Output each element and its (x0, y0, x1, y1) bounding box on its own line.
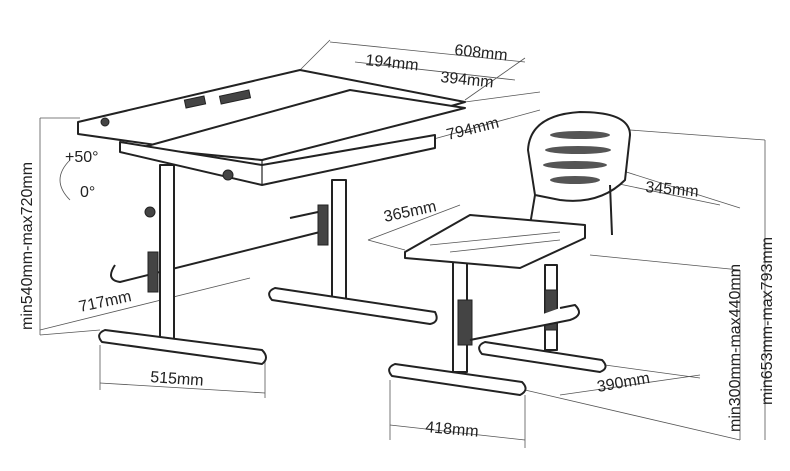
desk-tilt-min-label: 0° (80, 184, 95, 201)
desk-crossbar (110, 211, 326, 283)
desk-drawing (77, 69, 466, 365)
chair-back-height-range-label: min653mm-max793mm (759, 237, 776, 405)
chair-foot-depth-label: 390mm (596, 370, 652, 396)
desk-right-leg (331, 179, 347, 306)
desk-tilt-width-label: 394mm (440, 69, 495, 91)
chair-back-width-label: 345mm (645, 179, 700, 201)
chair-seat-width-label: 365mm (382, 198, 438, 226)
chair-back-foot (478, 341, 607, 373)
desk-depth-label: 794mm (445, 114, 501, 143)
desk-tilt-max-label: +50° (65, 149, 99, 166)
desk-fixed-width-label: 194mm (365, 52, 420, 74)
desk-tilt-board (139, 89, 466, 161)
dimension-lines (39, 39, 766, 448)
desk-foot-width-label: 515mm (150, 369, 204, 390)
chair-front-foot (388, 363, 527, 396)
desk-left-foot (98, 329, 267, 365)
chair-seat (404, 214, 586, 269)
chair-drawing (388, 111, 631, 396)
desk-foot-depth-label: 717mm (77, 288, 133, 316)
desk-total-width-label: 608mm (454, 42, 509, 64)
chair-back (527, 111, 631, 202)
desk-left-leg (159, 164, 175, 341)
desk-height-range-label: min540mm-max720mm (19, 162, 36, 330)
chair-foot-width-label: 418mm (425, 419, 480, 441)
desk-right-foot (268, 287, 438, 325)
chair-crossbar (469, 304, 580, 341)
chair-seat-height-range-label: min300mm-max440mm (727, 264, 744, 432)
